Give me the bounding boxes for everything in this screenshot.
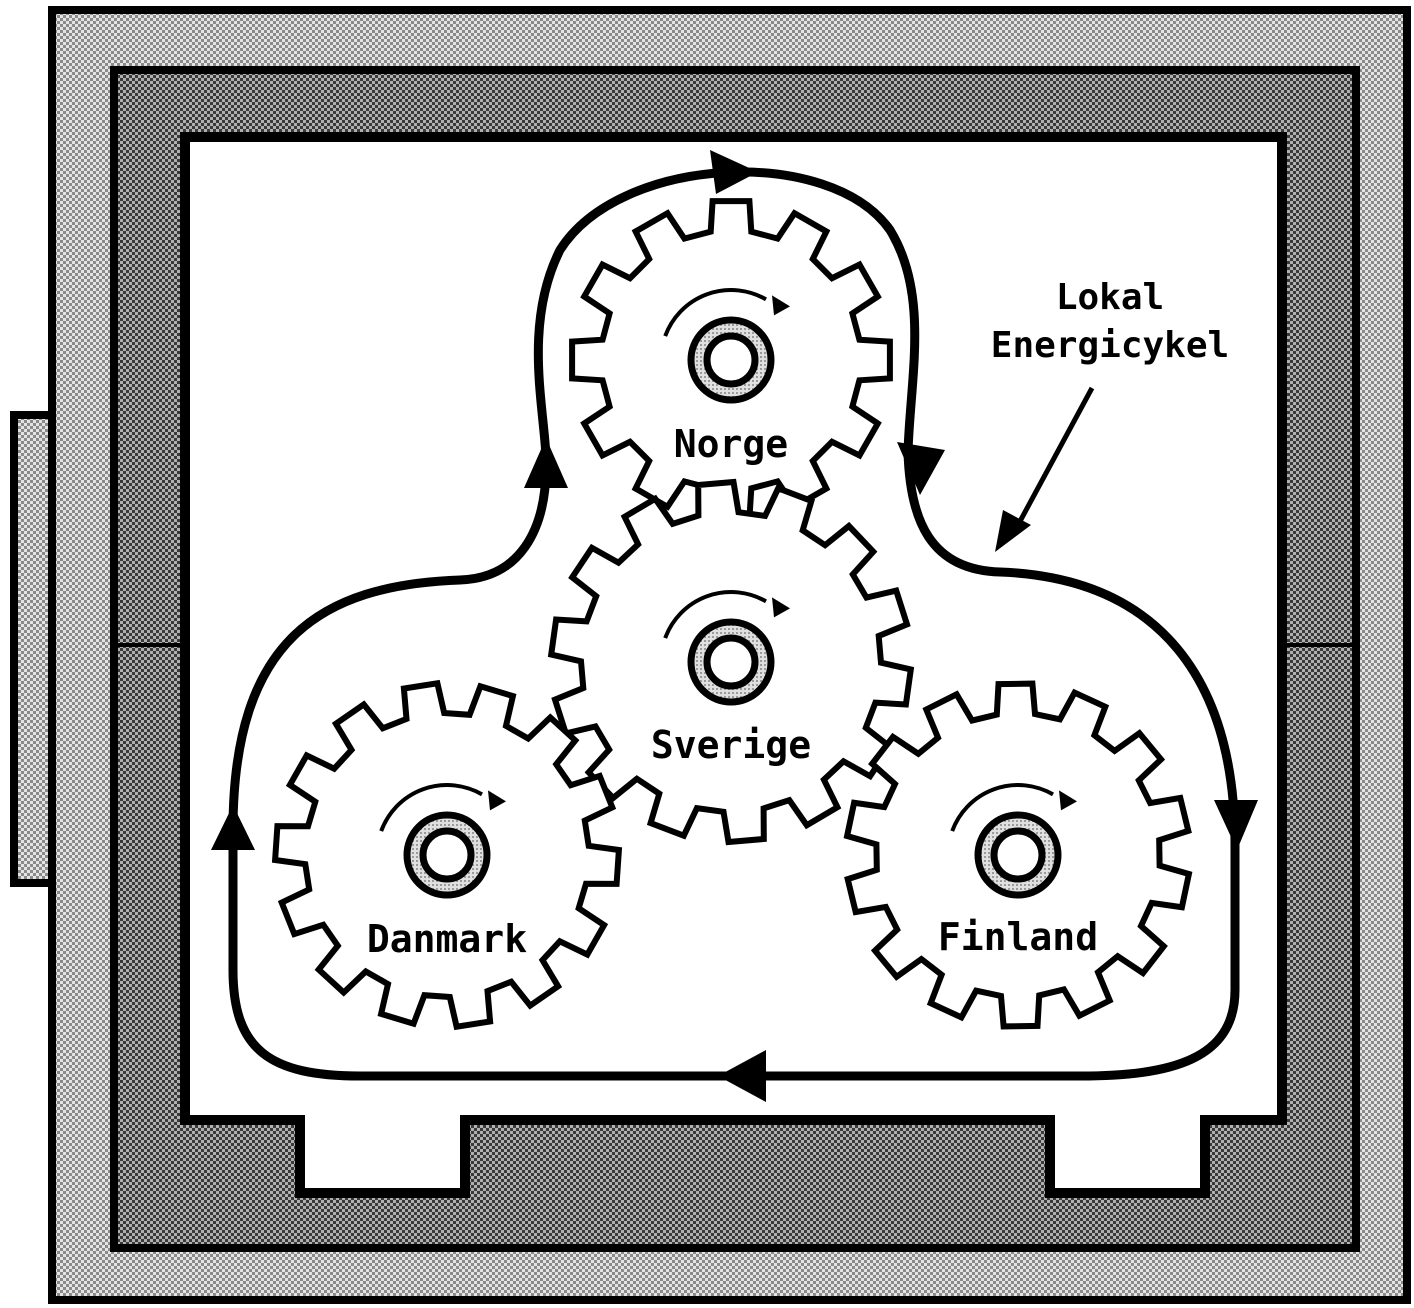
- rotation-arrow-finland: [950, 783, 1054, 832]
- gear-danmark: [271, 679, 623, 1031]
- side-tab: [10, 411, 58, 887]
- loop-arrow-norge-right: [897, 442, 945, 495]
- loop-arrow-top: [710, 150, 758, 194]
- gear-layer: [271, 198, 1193, 1031]
- rotation-arrowhead-finland: [1059, 790, 1077, 811]
- loop-arrow-right-side: [1214, 800, 1258, 850]
- rotation-arrowhead-norge: [772, 295, 790, 316]
- gear-label-sverige: Sverige: [651, 723, 811, 767]
- gear-hub-hole-sverige: [703, 634, 759, 690]
- callout-line-1: Lokal: [1056, 277, 1164, 318]
- gear-finland: [843, 680, 1193, 1030]
- rotation-arrow-danmark: [379, 783, 483, 832]
- gear-hub-hole-norge: [703, 332, 759, 388]
- loop-arrow-bottom: [718, 1050, 766, 1102]
- rotation-arrowhead-danmark: [488, 790, 506, 811]
- gear-label-danmark: Danmark: [367, 917, 527, 961]
- rotation-arrow-norge: [663, 288, 767, 337]
- gear-hub-hole-finland: [990, 827, 1046, 883]
- callout-pointer-arrowhead: [995, 510, 1031, 552]
- gear-sverige: [547, 478, 915, 846]
- gear-hub-hole-danmark: [419, 827, 475, 883]
- loop-arrow-norge-left: [524, 438, 568, 488]
- rotation-arrow-sverige: [663, 590, 767, 639]
- gear-label-norge: Norge: [674, 422, 788, 466]
- callout-line-2: Energicykel: [991, 325, 1229, 366]
- loop-arrow-left-side: [211, 805, 255, 850]
- gear-norge: [569, 198, 893, 522]
- callout-pointer-line: [1015, 386, 1095, 527]
- gear-label-finland: Finland: [938, 915, 1098, 959]
- rotation-arrowhead-sverige: [772, 597, 790, 618]
